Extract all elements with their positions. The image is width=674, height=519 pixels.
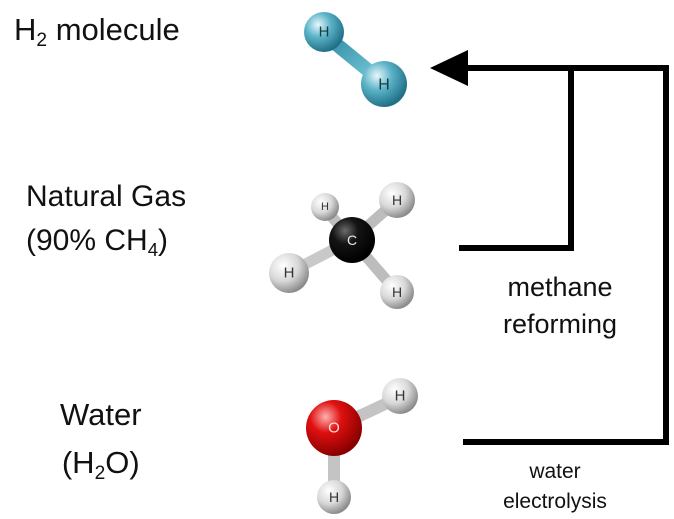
methane-reforming-label: methane reforming [502, 272, 618, 339]
carbon-atom [329, 217, 375, 263]
hydrogen-atom [304, 12, 344, 52]
hydrogen-atom-label: H [378, 77, 390, 94]
hydrogen-atom-label: H [395, 388, 406, 405]
process-arrows [430, 50, 669, 445]
hydrogen-atom-label: H [329, 489, 339, 505]
hydrogen-atom [361, 61, 407, 107]
h2-molecule: H H [304, 12, 407, 107]
arrow-head-icon [430, 50, 468, 86]
hydrogen-atom-label: H [392, 284, 402, 300]
methane-molecule: H H C H H [269, 182, 415, 309]
hydrogen-atom [311, 193, 339, 221]
hydrogen-atom-label: H [284, 265, 295, 282]
hydrogen-atom-label: H [319, 24, 330, 41]
oxygen-atom [306, 400, 362, 456]
water-electrolysis-label: water electrolysis [503, 460, 607, 513]
natural-gas-label: Natural Gas (90% CH4) [26, 180, 187, 260]
hydrogen-atom-label: H [321, 201, 329, 213]
methane-reforming-path [459, 68, 574, 251]
water-label: Water (H2O) [60, 397, 142, 485]
water-molecule: H O H [306, 378, 418, 514]
h2-molecule-label: H2 molecule [14, 12, 180, 52]
carbon-atom-label: C [347, 232, 357, 248]
hydrogen-atom [317, 480, 351, 514]
water-electrolysis-path [463, 65, 669, 445]
hydrogen-atom [269, 253, 309, 293]
hydrogen-atom-label: H [392, 192, 402, 208]
hydrogen-atom [379, 182, 415, 218]
oxygen-atom-label: O [328, 420, 340, 437]
hydrogen-atom [382, 378, 418, 414]
hydrogen-atom [380, 275, 414, 309]
